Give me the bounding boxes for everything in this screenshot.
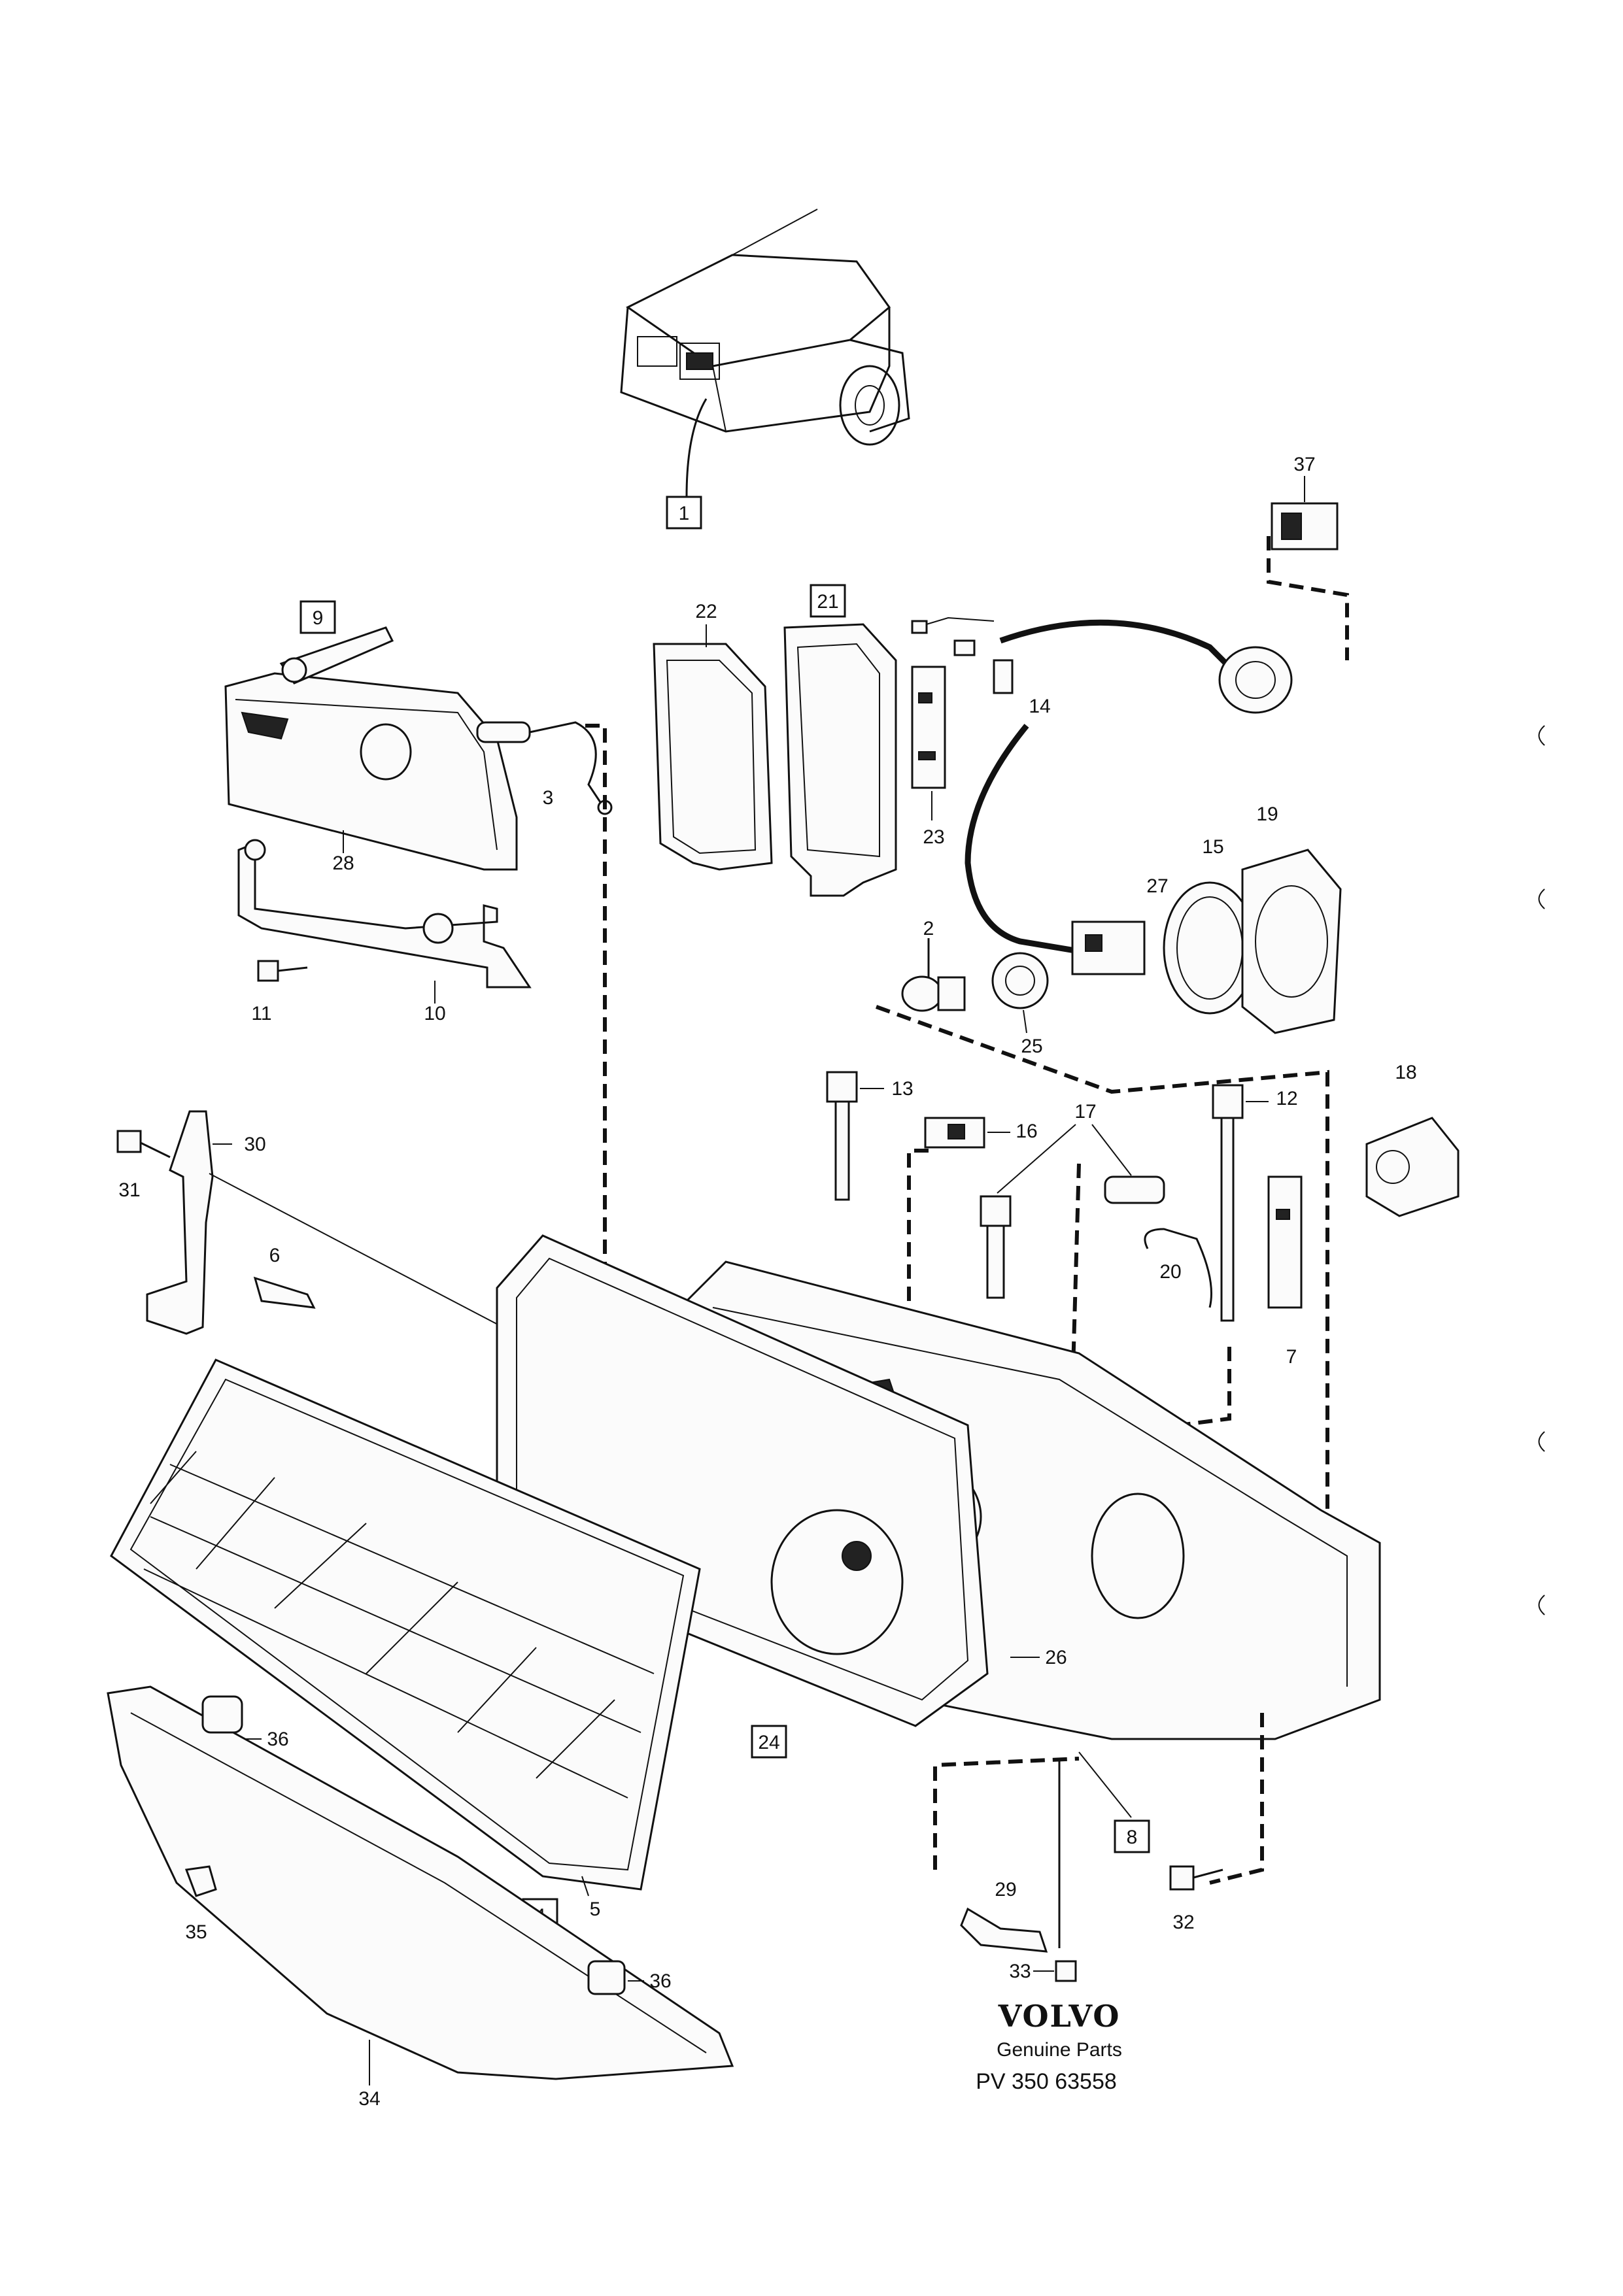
part-number-27: 27	[1146, 875, 1168, 897]
reflector-36-upper: 36	[201, 1695, 289, 1750]
part-number-10: 10	[424, 1003, 445, 1024]
part-callout-21: 21	[810, 584, 846, 618]
margin-mark	[1538, 888, 1545, 909]
margin-mark	[1538, 1595, 1545, 1615]
part-number-24: 24	[758, 1732, 779, 1753]
part-number-33: 33	[1009, 1961, 1031, 1982]
part-number-5: 5	[590, 1899, 601, 1920]
part-callout-24: 24	[751, 1725, 787, 1759]
part-number-22: 22	[695, 601, 717, 622]
part-number-9: 9	[313, 607, 324, 629]
connector-27: 27	[1071, 875, 1169, 975]
bracket-29: 29	[960, 1759, 1061, 1953]
mounting-bracket-10	[237, 839, 532, 988]
clip-7: 7	[1267, 1175, 1303, 1368]
part-number-30: 30	[244, 1134, 265, 1155]
bracket-30: 30	[146, 1110, 266, 1335]
part-number-16: 16	[1016, 1121, 1037, 1142]
part-number-23: 23	[923, 826, 944, 848]
part-number-13: 13	[891, 1078, 913, 1100]
part-number-35: 35	[185, 1921, 207, 1943]
part-number-36-lower: 36	[649, 1970, 671, 1992]
part-number-15: 15	[1202, 836, 1223, 858]
brand-logo: VOLVO	[998, 1999, 1121, 2034]
part-number-26: 26	[1045, 1647, 1067, 1668]
clip-23: 23	[911, 666, 946, 848]
margin-mark	[1538, 1431, 1545, 1452]
motor-18: 18	[1365, 1062, 1460, 1217]
brand-subtitle: Genuine Parts	[997, 2039, 1122, 2061]
bulb-holder-25: 25	[991, 952, 1049, 1057]
part-number-14: 14	[1029, 696, 1050, 717]
brand-footer: VOLVO Genuine Parts PV 350 63558	[976, 1999, 1122, 2094]
part-callout-1: 1	[666, 496, 702, 530]
part-number-7: 7	[1286, 1346, 1297, 1368]
part-number-12: 12	[1276, 1088, 1297, 1109]
part-reference-number: PV 350 63558	[976, 2069, 1117, 2094]
screw-11: 11	[251, 960, 308, 1024]
cover-19: 19	[1241, 803, 1342, 1034]
bulb-2: 2	[901, 918, 966, 1012]
headlamp-lens-4	[110, 1359, 701, 1891]
trim-strip-34: 34	[107, 1685, 734, 2110]
part-number-17: 17	[1074, 1101, 1096, 1123]
part-number-20: 20	[1159, 1261, 1181, 1283]
screw-33: 33	[1009, 1960, 1077, 1982]
adjuster-12: 12	[1078, 1084, 1298, 1440]
part-number-11: 11	[251, 1003, 271, 1024]
car-overview-illustration	[620, 209, 910, 498]
fog-lamp-housing-28	[224, 626, 518, 871]
clip-35: 35	[184, 1865, 217, 1943]
part-number-28: 28	[332, 853, 354, 874]
part-number-32: 32	[1172, 1912, 1194, 1933]
wiring-harness-14: 14	[911, 616, 1293, 958]
margin-mark	[1538, 725, 1545, 746]
part-number-2: 2	[923, 918, 934, 939]
part-number-19: 19	[1256, 803, 1278, 825]
part-number-36-upper: 36	[267, 1729, 288, 1750]
spring-20: 20	[1144, 1228, 1212, 1308]
screw-32: 32	[1169, 1865, 1223, 1933]
part-number-25: 25	[1021, 1036, 1042, 1057]
part-number-1: 1	[679, 503, 690, 524]
gasket-22: 22	[653, 601, 773, 871]
clip-16: 16	[907, 1117, 1038, 1314]
adjuster-17: 17	[980, 1101, 1165, 1299]
part-number-8: 8	[1127, 1827, 1138, 1848]
part-number-37: 37	[1293, 454, 1315, 475]
connector-37: 37	[1267, 454, 1349, 660]
gasket-21	[783, 623, 897, 897]
part-number-6: 6	[269, 1245, 281, 1266]
part-number-18: 18	[1395, 1062, 1416, 1083]
part-callout-9: 9	[299, 600, 336, 634]
screw-31: 31	[116, 1130, 171, 1201]
reflector-36-lower: 36	[587, 1960, 672, 1995]
bulb-3: 3	[476, 721, 613, 815]
part-callout-8: 8	[1114, 1819, 1150, 1853]
part-number-34: 34	[358, 2088, 380, 2110]
part-number-21: 21	[817, 591, 838, 613]
part-number-31: 31	[118, 1179, 140, 1201]
clip-6: 6	[253, 1245, 316, 1309]
adjuster-13: 13	[826, 1071, 914, 1201]
part-number-3: 3	[543, 787, 554, 809]
part-number-29: 29	[995, 1879, 1016, 1900]
